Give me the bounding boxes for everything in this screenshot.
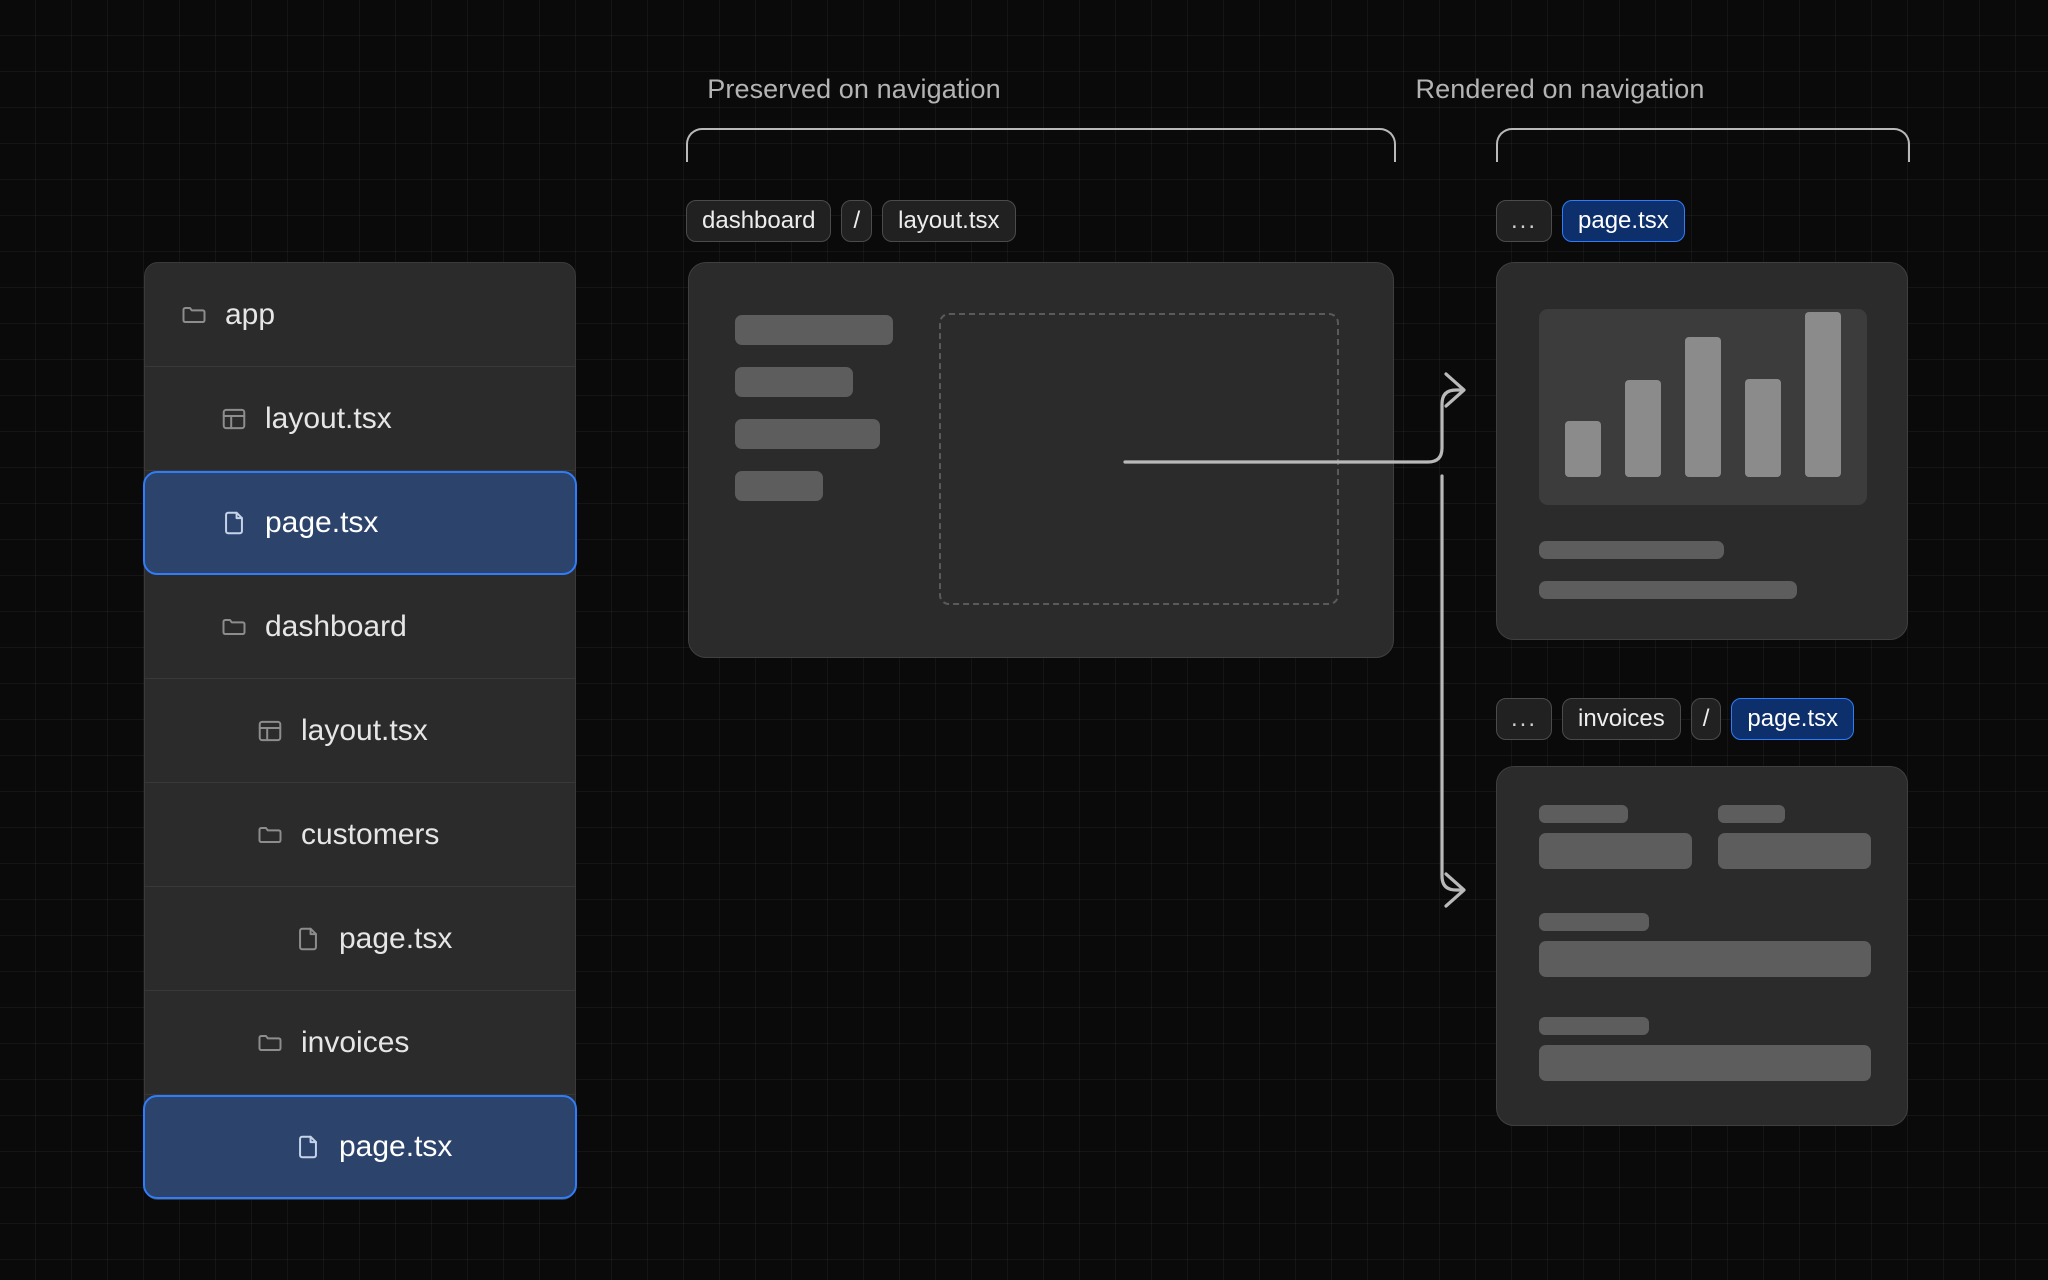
tree-row-label: invoices [301, 1025, 410, 1059]
chart-bar [1745, 379, 1781, 477]
breadcrumb-chip[interactable]: layout.tsx [882, 200, 1016, 242]
tree-row[interactable]: layout.tsx [145, 367, 575, 471]
folder-icon [255, 1028, 285, 1058]
file-icon [293, 1132, 323, 1162]
placeholder-bar [735, 367, 853, 397]
rendered-column-label: Rendered on navigation [1415, 74, 1705, 104]
tree-row-label: layout.tsx [301, 713, 428, 747]
tree-row[interactable]: app [145, 263, 575, 367]
field-input-placeholder [1539, 941, 1871, 977]
breadcrumb-dashboard: ...page.tsx [1496, 200, 1685, 242]
breadcrumb-separator: / [841, 200, 873, 242]
tree-row-label: page.tsx [339, 921, 453, 955]
folder-icon [255, 820, 285, 850]
invoices-full-rows [1539, 913, 1871, 1081]
chart-bar [1565, 421, 1601, 477]
arrowhead-lower [1444, 872, 1466, 908]
tree-row-label: dashboard [265, 609, 407, 643]
invoices-field-row [1539, 805, 1871, 869]
breadcrumb-chip[interactable]: ... [1496, 200, 1553, 242]
tree-row[interactable]: customers [145, 783, 575, 887]
file-icon [219, 508, 249, 538]
preserved-bracket [686, 128, 1396, 162]
branch-lower-line [1440, 474, 1464, 892]
tree-row-label: app [225, 297, 276, 331]
layout-preview-card [688, 262, 1394, 658]
rendered-bracket [1496, 128, 1910, 162]
placeholder-bar [735, 419, 880, 449]
breadcrumb-center: dashboard/layout.tsx [686, 200, 1016, 242]
dashboard-chart-placeholder [1539, 309, 1867, 505]
breadcrumb-chip[interactable]: page.tsx [1562, 200, 1685, 242]
breadcrumb-separator: / [1690, 698, 1722, 740]
invoices-form-placeholders [1539, 805, 1871, 1121]
dashboard-text-placeholders [1539, 541, 1869, 599]
file-icon [293, 924, 323, 954]
layout-children-slot [939, 313, 1339, 605]
chart-bar [1625, 380, 1661, 477]
field-label-placeholder [1539, 805, 1628, 823]
breadcrumb-invoices: ...invoices/page.tsx [1496, 698, 1855, 740]
tree-row[interactable]: dashboard [145, 575, 575, 679]
layout-icon [219, 404, 249, 434]
field-input-placeholder [1539, 1045, 1871, 1081]
form-field [1539, 1017, 1871, 1081]
field-label-placeholder [1539, 1017, 1649, 1035]
tree-row-label: layout.tsx [265, 401, 392, 435]
form-field [1539, 805, 1692, 869]
tree-row[interactable]: page.tsx [145, 887, 575, 991]
arrowhead-upper [1444, 372, 1466, 408]
field-label-placeholder [1539, 913, 1649, 931]
form-field [1539, 913, 1871, 977]
breadcrumb-chip[interactable]: ... [1496, 698, 1553, 740]
preserved-column-label: Preserved on navigation [707, 74, 1001, 104]
breadcrumb-chip[interactable]: dashboard [686, 200, 832, 242]
field-input-placeholder [1539, 833, 1692, 869]
chart-bar [1805, 312, 1841, 477]
placeholder-bar [735, 471, 823, 501]
file-tree-panel: app layout.tsx page.tsx dashboard layout.tsx… [143, 262, 577, 1200]
placeholder-bar [1539, 541, 1724, 559]
breadcrumb-chip[interactable]: invoices [1562, 698, 1681, 740]
tree-row-label: page.tsx [339, 1130, 453, 1163]
dashboard-preview-card [1496, 262, 1908, 640]
layout-icon [255, 716, 285, 746]
folder-icon [219, 612, 249, 642]
placeholder-bar [735, 315, 893, 345]
tree-row[interactable]: page.tsx [143, 471, 577, 575]
tree-row-label: customers [301, 817, 440, 851]
folder-icon [179, 300, 209, 330]
placeholder-bar [1539, 581, 1797, 599]
field-input-placeholder [1718, 833, 1871, 869]
chart-bar [1685, 337, 1721, 477]
layout-sidebar-placeholders [735, 315, 893, 501]
breadcrumb-chip[interactable]: page.tsx [1731, 698, 1855, 740]
invoices-preview-card [1496, 766, 1908, 1126]
form-field [1718, 805, 1871, 869]
field-label-placeholder [1718, 805, 1786, 823]
tree-row-label: page.tsx [265, 506, 379, 539]
tree-row[interactable]: layout.tsx [145, 679, 575, 783]
tree-row[interactable]: page.tsx [143, 1095, 577, 1199]
tree-row[interactable]: invoices [145, 991, 575, 1095]
chart-bars [1565, 312, 1841, 477]
